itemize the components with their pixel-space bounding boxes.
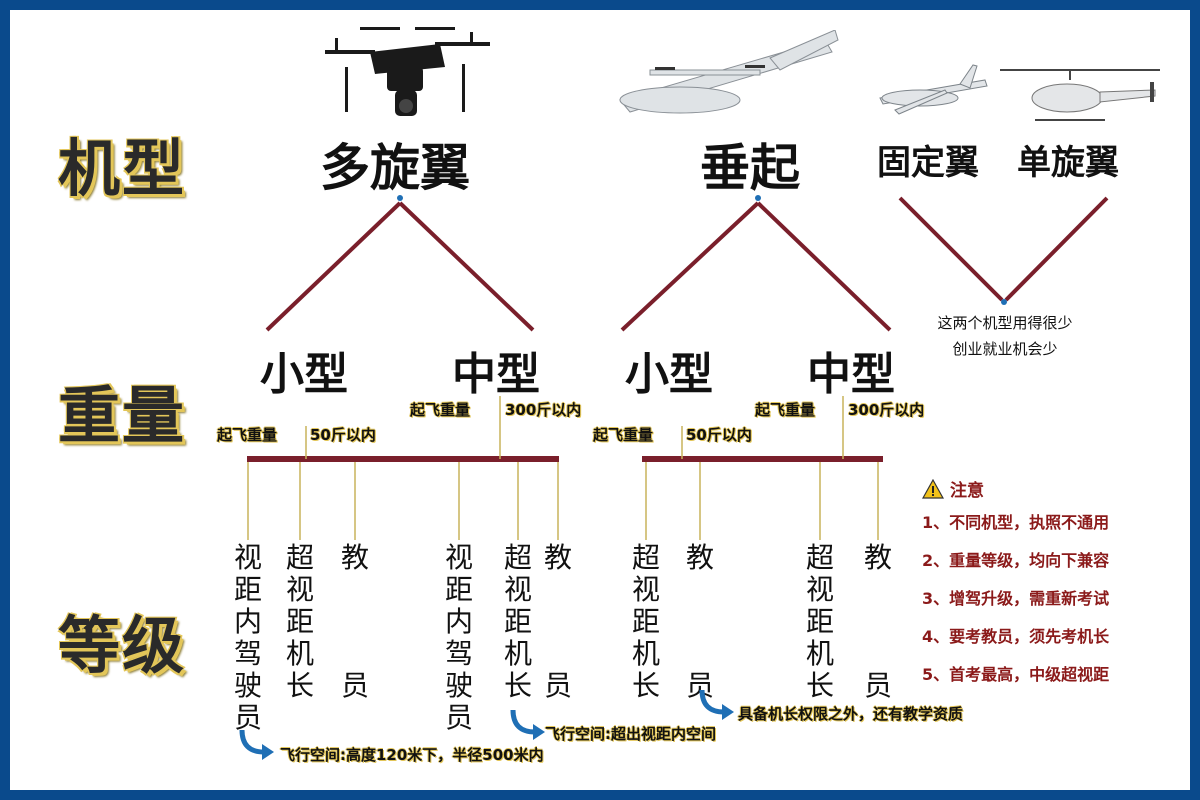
node-dot <box>397 195 403 201</box>
helicopter-drone-image <box>1000 69 1160 121</box>
takeoff-weight-tag: 起飞重量 <box>755 401 816 419</box>
model-single-rotor: 单旋翼 <box>1017 143 1119 183</box>
flight-note-instructor: 具备机长权限之外，还有教学资质 <box>738 705 964 723</box>
note-item: 5、首考最高，中级超视距 <box>922 665 1110 684</box>
multi-medium-branch <box>398 201 535 332</box>
vtol-drone-image <box>619 30 839 114</box>
arrow-icon <box>239 729 274 760</box>
notes-header: 注意 <box>922 476 1182 501</box>
tree-lines <box>247 195 1109 540</box>
rare-remark-line2: 创业就业机会少 <box>952 340 1058 358</box>
level-bvlos-captain: 超视距机长 <box>631 541 660 702</box>
takeoff-weight-tag: 起飞重量 <box>217 426 278 444</box>
weight-medium-multi: 中型 <box>452 349 540 400</box>
node-dot <box>1001 299 1007 305</box>
fixed-wing-drone-image <box>879 64 988 115</box>
level-instructor: 教员 <box>340 541 369 702</box>
single-rotor-branch <box>1004 196 1109 302</box>
model-vtol: 垂起 <box>700 139 800 197</box>
flight-note-bvlos: 飞行空间:超出视距内空间 <box>545 725 716 743</box>
flight-note-vlos: 飞行空间:高度120米下，半径500米内 <box>280 746 544 764</box>
note-item: 2、重量等级，均向下兼容 <box>922 551 1110 570</box>
weight-medium-vtol: 中型 <box>807 349 895 400</box>
level-instructor: 教员 <box>863 541 892 702</box>
level-bvlos-captain: 超视距机长 <box>285 541 314 702</box>
note-item: 1、不同机型，执照不通用 <box>922 513 1110 532</box>
limit-medium-tag: 300斤以内 <box>848 401 925 419</box>
quadcopter-drone-image <box>325 27 490 116</box>
weight-small-multi: 小型 <box>260 349 348 400</box>
fixed-wing-branch <box>898 196 1004 302</box>
rare-remark-line1: 这两个机型用得很少 <box>937 314 1073 332</box>
category-label-model: 机型 <box>58 132 187 205</box>
vtol-small-branch <box>620 201 760 332</box>
model-multi-rotor: 多旋翼 <box>320 139 470 197</box>
level-vlos-pilot: 视距内驾驶员 <box>444 541 473 734</box>
weight-small-vtol: 小型 <box>625 349 713 400</box>
category-label-weight: 重量 <box>58 379 187 452</box>
takeoff-weight-tag: 起飞重量 <box>410 401 471 419</box>
limit-small-tag: 50斤以内 <box>310 426 376 444</box>
note-item: 4、要考教员，须先考机长 <box>922 627 1110 646</box>
takeoff-weight-tag: 起飞重量 <box>593 426 654 444</box>
limit-medium-tag: 300斤以内 <box>505 401 582 419</box>
level-instructor: 教员 <box>543 541 572 702</box>
node-dot <box>755 195 761 201</box>
level-bvlos-captain: 超视距机长 <box>805 541 834 702</box>
warning-icon <box>922 478 944 499</box>
arrow-icon <box>510 709 545 740</box>
model-fixed-wing: 固定翼 <box>877 143 979 183</box>
vtol-medium-branch <box>756 201 892 332</box>
multi-small-branch <box>265 201 402 332</box>
notes-panel: 注意 1、不同机型，执照不通用 2、重量等级，均向下兼容 3、增驾升级，需重新考… <box>922 476 1182 685</box>
note-item: 3、增驾升级，需重新考试 <box>922 589 1110 608</box>
level-vlos-pilot: 视距内驾驶员 <box>233 541 262 734</box>
notes-title: 注意 <box>950 481 984 501</box>
arrow-icon <box>699 689 734 720</box>
category-label-level: 等级 <box>58 609 187 682</box>
level-instructor: 教员 <box>685 541 714 702</box>
level-bvlos-captain: 超视距机长 <box>503 541 532 702</box>
diagram-canvas: 机型 重量 等级 多旋翼 垂起 固定翼 单旋翼 这两个机型用得很少 创业就业机会… <box>10 10 1190 790</box>
rare-model-remark: 这两个机型用得很少 创业就业机会少 <box>915 310 1095 362</box>
limit-small-tag: 50斤以内 <box>686 426 752 444</box>
